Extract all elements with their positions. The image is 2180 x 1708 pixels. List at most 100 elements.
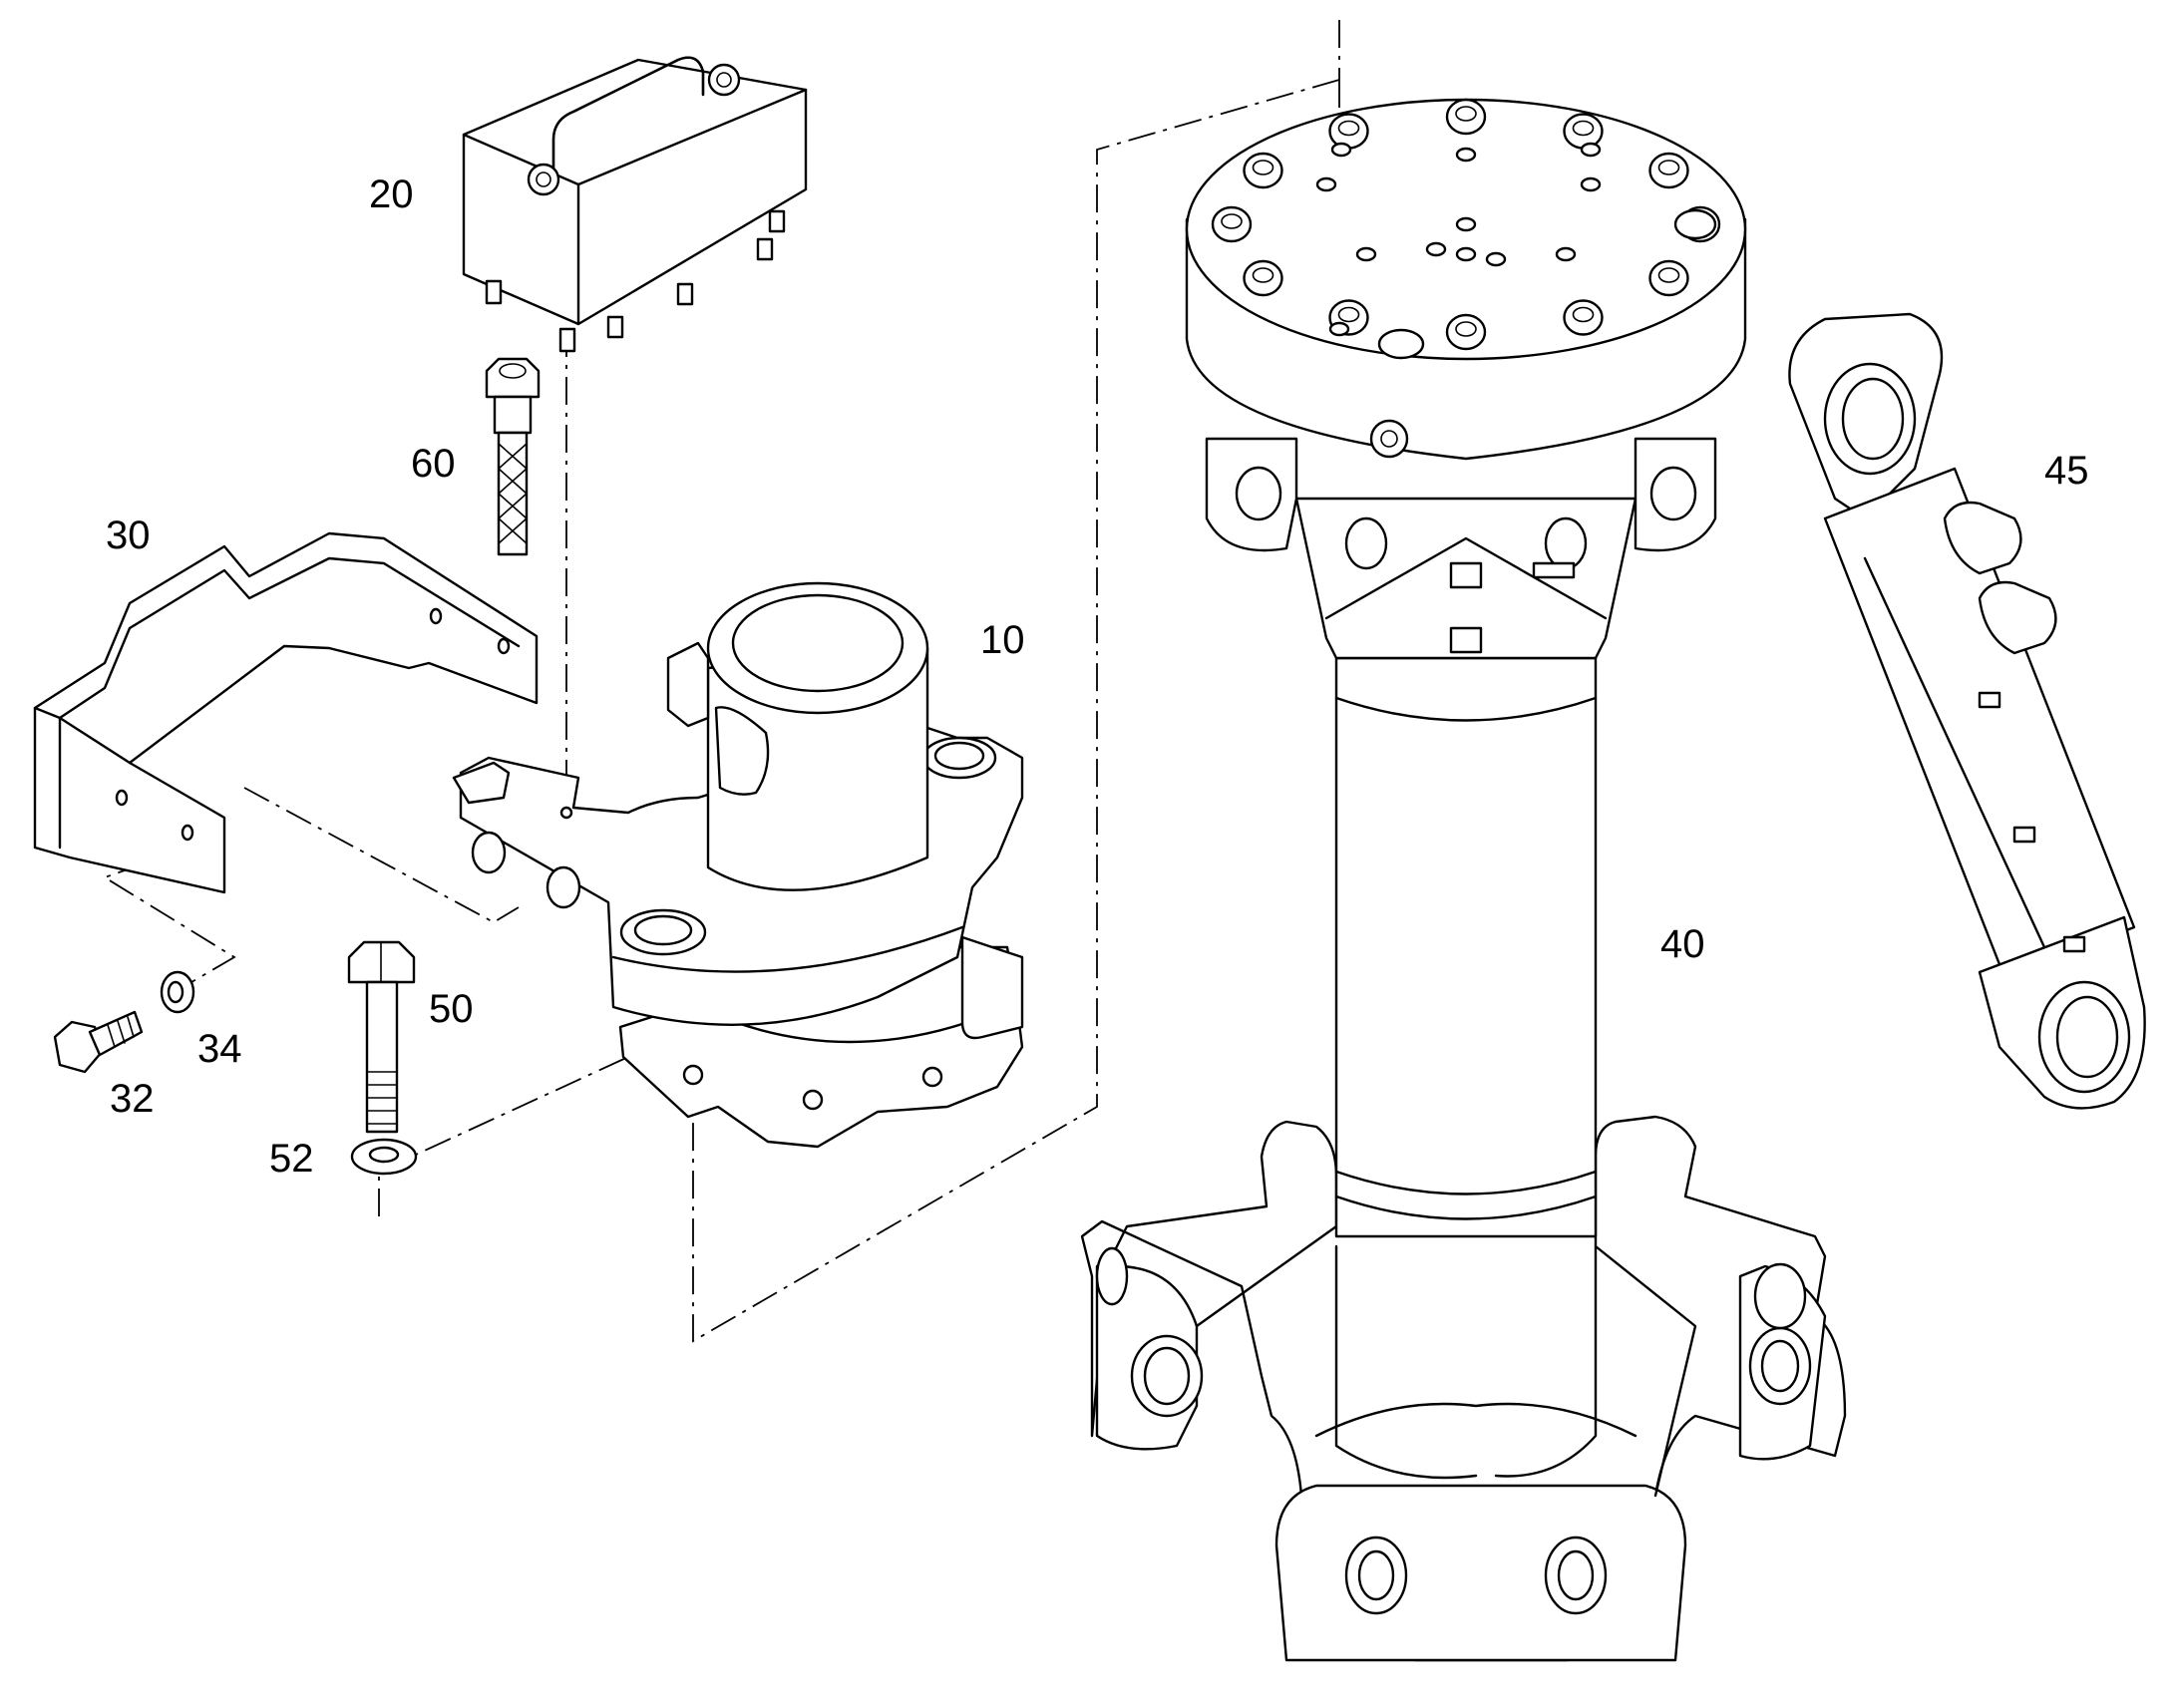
flange-side-plug xyxy=(1369,419,1409,459)
shaft-lower-ring-2 xyxy=(1334,1170,1598,1196)
flange-bolt-head xyxy=(1563,113,1604,150)
shaft-lower-ring xyxy=(1334,1195,1598,1220)
flange-bolt-head xyxy=(1648,259,1689,297)
column-shaft xyxy=(1334,656,1598,1238)
assembly-line-50-to-10 xyxy=(378,1056,689,1216)
yoke-ear-left-hole xyxy=(1235,466,1282,521)
block-screw-6 xyxy=(768,209,786,233)
callout-20: 20 xyxy=(369,172,414,216)
flange-bolt-head xyxy=(1648,152,1689,189)
flange-bolt-socket xyxy=(1221,213,1243,229)
flange-small-hole xyxy=(1455,147,1477,163)
callout-32: 32 xyxy=(110,1077,155,1121)
flange-bolt-pattern xyxy=(1211,98,1721,360)
flange-small-hole xyxy=(1580,142,1602,158)
flange-small-hole xyxy=(1455,216,1477,232)
base-front-box xyxy=(1274,1484,1687,1662)
flange-bolt-socket xyxy=(1572,120,1595,137)
flange-bolt-socket xyxy=(1657,267,1680,283)
housing-boss-2 xyxy=(545,865,581,909)
cylinder-cap xyxy=(731,593,905,693)
base-top-ridge xyxy=(1314,1402,1637,1438)
yoke-nut-upper xyxy=(1449,561,1483,589)
bracket-outline xyxy=(33,531,539,894)
block-screw-5 xyxy=(756,237,774,261)
flange-small-hole xyxy=(1485,251,1507,267)
block-screw-4 xyxy=(676,282,694,306)
flange-bolt-head xyxy=(1211,205,1253,243)
flange-hole-3 xyxy=(921,1066,943,1088)
part-34-washer xyxy=(160,970,195,1014)
housing-boss-1 xyxy=(471,831,507,874)
hose-nut-bore xyxy=(499,363,527,379)
flange-bolt-head xyxy=(1328,113,1369,150)
assembly-line-32-to-30 xyxy=(102,847,236,993)
bolt-50-shank xyxy=(365,980,399,1134)
part-10-swivel-housing xyxy=(452,581,1024,1149)
part-40-column xyxy=(1080,98,1847,1662)
flange-hole-1 xyxy=(682,1064,704,1086)
block-outline xyxy=(462,58,808,326)
flange-side-plug-socket xyxy=(1380,430,1398,448)
flange-side-port xyxy=(1673,208,1717,240)
housing-hose-port xyxy=(559,806,573,820)
shaft-upper-ring xyxy=(1334,696,1598,722)
base-lug-left-bore xyxy=(1143,1346,1191,1406)
flange-bolt-socket xyxy=(1657,160,1680,175)
bracket-hole-3 xyxy=(115,789,129,807)
callout-50: 50 xyxy=(429,987,474,1031)
block-screw-2 xyxy=(558,327,576,353)
flange-bolt-socket xyxy=(1572,306,1595,323)
bracket-hole-4 xyxy=(181,824,194,842)
flange-bolt-head xyxy=(1445,313,1487,351)
barrel-highlight xyxy=(1863,556,2046,949)
flange-bolt-head xyxy=(1243,259,1283,297)
bolt-thread xyxy=(107,1016,135,1048)
part-32-bolt xyxy=(53,1010,144,1074)
callout-45: 45 xyxy=(2044,449,2089,493)
part-45-hydraulic-cylinder xyxy=(1788,312,2146,1110)
hose-ferrule xyxy=(493,395,533,435)
flange-bolt-socket xyxy=(1337,306,1360,323)
flange-small-hole xyxy=(1455,246,1477,262)
block-screw-1 xyxy=(485,279,503,305)
part-20-valve-block xyxy=(462,56,808,353)
housing-cylinder xyxy=(706,646,929,891)
callout-60: 60 xyxy=(411,442,456,486)
callout-30: 30 xyxy=(106,513,151,557)
flange-bolt-head xyxy=(1445,98,1487,136)
flange-bolt-socket xyxy=(1337,120,1360,137)
housing-mid-edge xyxy=(611,925,964,973)
port-left-inner xyxy=(633,914,693,946)
block-fitting-right-core xyxy=(716,72,732,88)
cylinder-port-upper xyxy=(1943,501,2022,575)
barrel-clip-2 xyxy=(2012,826,2036,844)
yoke-hole-left xyxy=(1344,516,1388,570)
callout-labels: 10 20 30 32 34 40 45 50 52 60 xyxy=(106,172,2089,1181)
callout-34: 34 xyxy=(197,1027,242,1071)
port-right-inner xyxy=(933,741,985,771)
base-front-bore-right xyxy=(1557,1549,1595,1601)
rod-eye-bore xyxy=(2055,995,2119,1079)
flange-bolt-head xyxy=(1563,299,1604,336)
flange-small-hole xyxy=(1328,321,1350,337)
yoke-front-edge xyxy=(1324,536,1608,620)
flange-small-hole xyxy=(1315,176,1337,192)
yoke-nut-lower xyxy=(1449,626,1483,654)
callout-40: 40 xyxy=(1660,922,1705,966)
washer-34-inner xyxy=(167,980,184,1004)
assembly-line-30-to-10 xyxy=(243,787,520,924)
housing-side-lug xyxy=(960,935,1024,1040)
yoke-tab xyxy=(1532,561,1576,579)
hose-braid xyxy=(498,443,528,544)
flange-bolt-socket xyxy=(1252,160,1274,175)
block-fitting-left-core xyxy=(536,171,551,187)
cylinder-barrel xyxy=(1823,467,2136,979)
flange-small-hole xyxy=(1355,246,1377,262)
cylinder-side-bore xyxy=(714,706,770,796)
flange-bolt-head xyxy=(1243,152,1283,189)
callout-10: 10 xyxy=(980,618,1025,662)
block-handle-inner xyxy=(551,56,705,181)
housing-arm-end xyxy=(452,761,511,805)
